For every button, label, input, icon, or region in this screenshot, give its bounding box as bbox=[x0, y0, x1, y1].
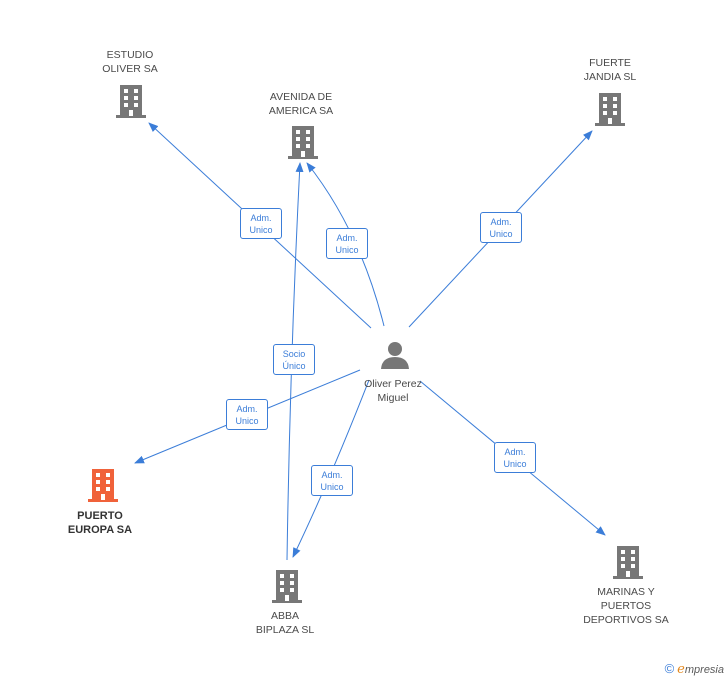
brand-logo-text: mpresia bbox=[684, 664, 724, 676]
brand-footer: ©empresia bbox=[665, 661, 724, 677]
company-label-abba-biplaza[interactable]: ABBA BIPLAZA SL bbox=[255, 610, 315, 636]
relation-badge-marinas: Adm. Unico bbox=[494, 442, 536, 473]
relation-badge-abba: Adm. Unico bbox=[311, 465, 353, 496]
relation-badge-avenida-adm: Adm. Unico bbox=[326, 228, 368, 259]
company-label-marinas-puertos[interactable]: MARINAS Y PUERTOS DEPORTIVOS SA bbox=[583, 586, 669, 626]
company-label-puerto-europa[interactable]: PUERTO EUROPA SA bbox=[67, 510, 133, 536]
relation-badge-avenida-socio: Socio Único bbox=[273, 344, 315, 375]
person-label[interactable]: Oliver Perez Miguel bbox=[364, 378, 422, 404]
building-focus-icon[interactable] bbox=[86, 467, 120, 508]
building-icon[interactable] bbox=[611, 544, 645, 585]
brand-logo-e: e bbox=[677, 662, 685, 677]
building-icon[interactable] bbox=[286, 124, 320, 165]
copyright-icon: © bbox=[664, 661, 675, 676]
company-label-estudio-oliver[interactable]: ESTUDIO OLIVER SA bbox=[102, 49, 158, 75]
building-icon[interactable] bbox=[114, 83, 148, 124]
building-icon[interactable] bbox=[270, 568, 304, 609]
relation-badge-estudio: Adm. Unico bbox=[240, 208, 282, 239]
company-label-avenida-america[interactable]: AVENIDA DE AMERICA SA bbox=[268, 91, 334, 117]
relation-badge-fuerte: Adm. Unico bbox=[480, 212, 522, 243]
relation-badge-puerto: Adm. Unico bbox=[226, 399, 268, 430]
person-icon[interactable] bbox=[380, 341, 410, 374]
building-icon[interactable] bbox=[593, 91, 627, 132]
company-label-fuerte-jandia[interactable]: FUERTE JANDIA SL bbox=[583, 57, 637, 83]
